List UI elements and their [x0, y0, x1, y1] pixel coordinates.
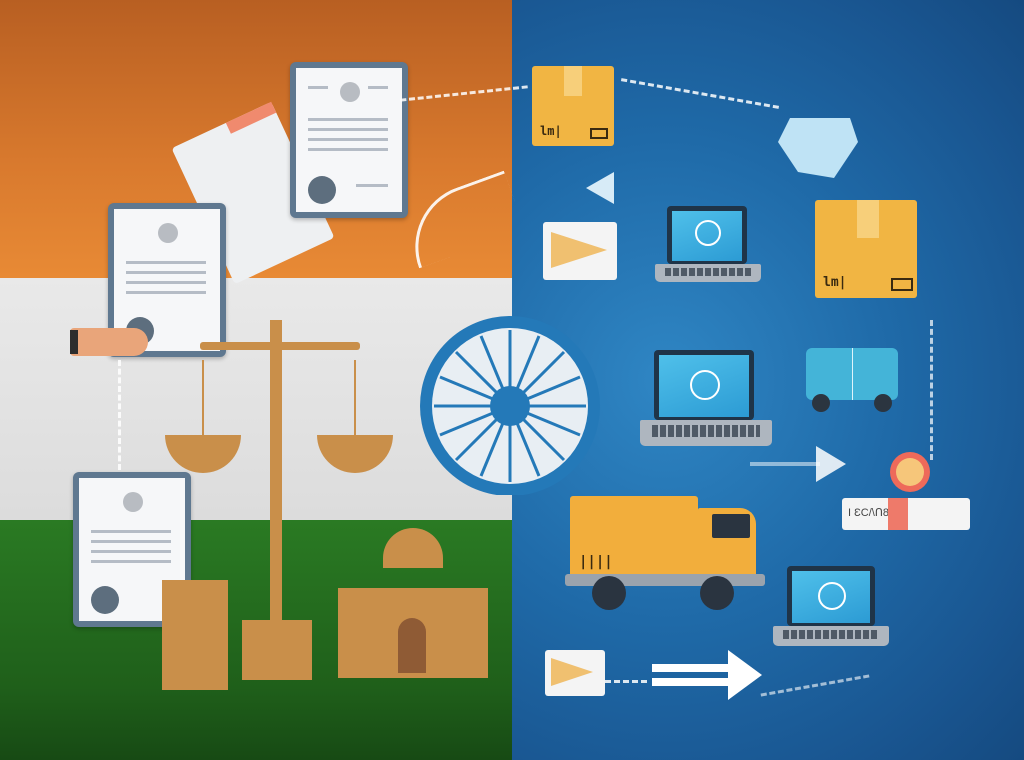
cart-icon	[802, 348, 900, 416]
parcel-box-top: lm|	[532, 66, 614, 146]
laptop-bottom	[773, 566, 889, 648]
paper-plane-card-top	[543, 222, 617, 280]
location-pin-card: I ƐC/\ᑎ8	[842, 452, 972, 532]
laptop-middle	[640, 350, 772, 448]
avatar-icon	[123, 492, 143, 512]
arrow-right-icon	[652, 650, 764, 700]
hand-holding-document	[70, 328, 148, 356]
avatar-icon	[158, 223, 178, 243]
document-card-top	[290, 62, 408, 218]
pin-card-label: I ƐC/\ᑎ8	[848, 507, 889, 519]
dashed-path	[118, 360, 121, 470]
ashoka-chakra	[410, 310, 620, 496]
laptop-top	[655, 206, 765, 284]
seal-icon	[91, 586, 119, 614]
avatar-icon	[340, 82, 360, 102]
arrow-right-faded-icon	[750, 444, 850, 484]
dashed-path	[930, 320, 933, 460]
paper-plane-card-bottom	[545, 650, 605, 696]
parcel-box-right: lm|	[815, 200, 917, 298]
delivery-truck: ||||	[565, 496, 765, 610]
arrow-left-icon	[586, 172, 616, 204]
scales-of-justice	[160, 320, 393, 700]
seal-icon	[308, 176, 336, 204]
gateway-monument	[162, 580, 228, 690]
temple-monument	[338, 488, 488, 688]
dashed-path	[605, 680, 647, 683]
